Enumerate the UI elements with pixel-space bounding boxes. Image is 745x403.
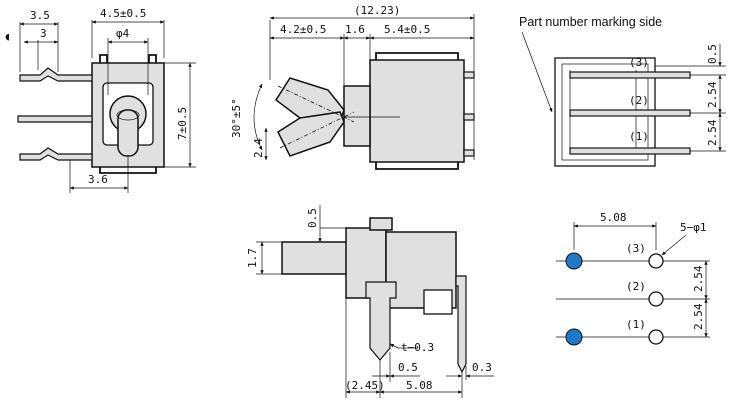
front-pin-top — [19, 67, 93, 82]
side-pin-top — [463, 71, 475, 79]
dim-4-5: 4.5±0.5 — [100, 7, 146, 20]
bottom-dim-0-3: 0.3 — [472, 361, 492, 374]
front-view: 3.5 3 ◖ 4.5±0.5 φ4 7±0.5 3.6 — [4, 7, 196, 193]
dim-phi4: φ4 — [116, 27, 130, 40]
front-lever — [117, 109, 139, 157]
marking-side-label: Part number marking side — [519, 15, 662, 29]
rear-pin3-label: (3) — [629, 56, 649, 69]
pcb-layout: 5.08 5−φ1 (3) (2) (1) 2.54 2.54 — [556, 211, 710, 346]
bottom-dim-t: t−0.3 — [401, 341, 434, 354]
side-lever-down — [277, 111, 345, 157]
dim-total: (12.23) — [354, 4, 400, 17]
dim-1-6: 1.6 — [345, 23, 365, 36]
rear-pin-3 — [569, 71, 691, 79]
rear-view: Part number marking side (3) (2) (1) 0.5… — [519, 15, 726, 167]
dim-5-4: 5.4±0.5 — [384, 23, 430, 36]
pcb-dim-2-54-b: 2.54 — [692, 303, 705, 330]
bottom-pin-right — [455, 275, 467, 374]
side-pin-bottom — [463, 149, 475, 157]
pcb-hole-2 — [648, 291, 664, 307]
pcb-dim-2-54-a: 2.54 — [692, 265, 705, 292]
front-top-tabs — [99, 54, 157, 63]
pcb-hole-1 — [648, 329, 664, 345]
pcb-dim-5-08: 5.08 — [600, 211, 627, 224]
bottom-dim-1-7: 1.7 — [246, 248, 259, 268]
rear-pin-2 — [569, 109, 691, 117]
dim-3-6: 3.6 — [88, 173, 108, 186]
front-lever-base — [116, 109, 140, 121]
dim-2-4: 2.4 — [252, 138, 265, 158]
bottom-dim-2-45: (2.45) — [345, 379, 385, 392]
bottom-dim-5-08: 5.08 — [406, 379, 433, 392]
side-bushing — [343, 85, 371, 147]
rear-pin2-label: (2) — [629, 94, 649, 107]
bottom-lever — [281, 241, 349, 275]
rear-dim-2-54-a: 2.54 — [706, 81, 719, 108]
pcb-pin3-label: (3) — [626, 242, 646, 255]
side-body — [369, 59, 465, 163]
bottom-dim-0-5b: 0.5 — [398, 361, 418, 374]
pcb-hole-3 — [648, 253, 664, 269]
side-pin-mid — [463, 113, 475, 121]
pcb-holes-label: 5−φ1 — [680, 221, 707, 234]
pcb-pin2-label: (2) — [626, 280, 646, 293]
rear-pin-1 — [569, 147, 691, 155]
side-view: (12.23) 4.2±0.5 1.6 5.4±0.5 30°±5° 2.4 — [230, 4, 475, 170]
rear-dim-0-5: 0.5 — [706, 44, 719, 64]
dim-4-2: 4.2±0.5 — [280, 23, 326, 36]
rear-dim-2-54-b: 2.54 — [706, 119, 719, 146]
bottom-pin-left — [365, 281, 397, 361]
front-pin-mid — [17, 115, 93, 123]
pcb-hole-left-top — [565, 252, 583, 270]
dim-angle: 30°±5° — [230, 98, 243, 138]
pcb-hole-left-bottom — [565, 328, 583, 346]
side-bottom-step — [375, 162, 459, 170]
pcb-pin1-label: (1) — [626, 318, 646, 331]
dim-3-5: 3.5 — [30, 9, 50, 22]
bottom-dim-0-5: 0.5 — [306, 208, 319, 228]
bottom-top-nub — [369, 217, 393, 231]
rear-pin1-label: (1) — [629, 130, 649, 143]
bottom-view: 1.7 0.5 t−0.3 0.5 0.3 (2.45) 5.08 — [246, 205, 494, 398]
front-mark: ◖ — [4, 30, 11, 43]
front-pin-bottom — [19, 147, 93, 161]
dim-7: 7±0.5 — [176, 107, 189, 140]
bottom-foot — [423, 289, 453, 315]
side-top-step — [375, 52, 459, 60]
dim-3: 3 — [40, 27, 47, 40]
